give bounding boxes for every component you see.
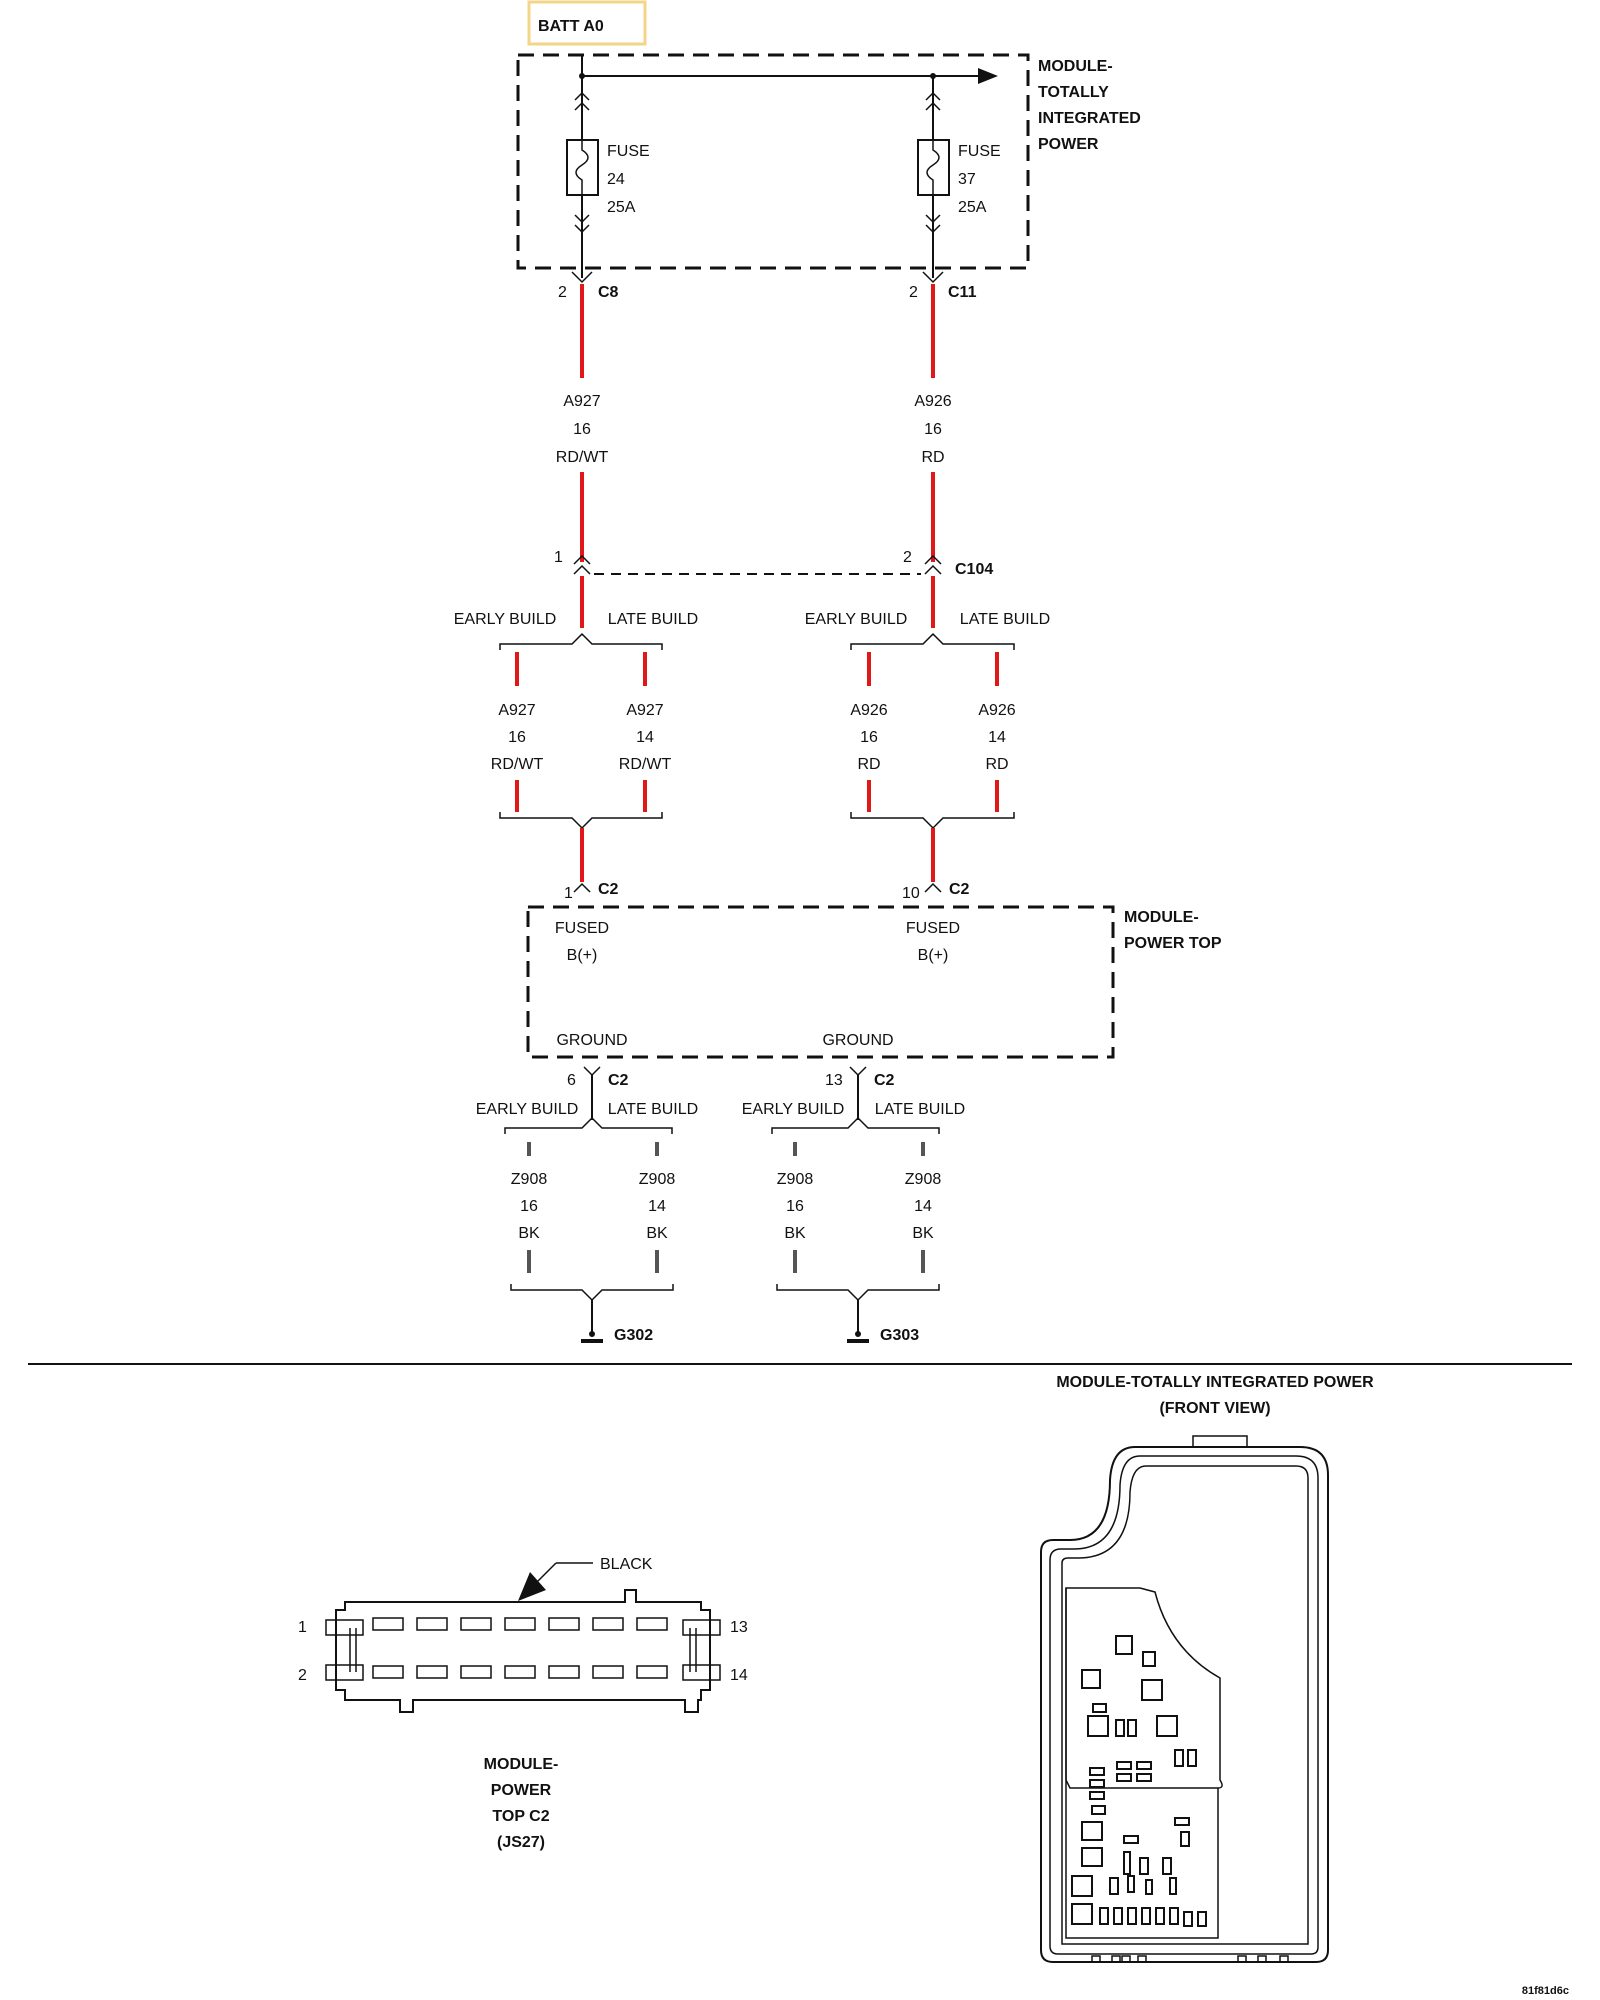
build-late-3: LATE BUILD: [608, 1101, 698, 1118]
c104-pin-2: 2: [903, 549, 912, 566]
bus-arrow-icon: [978, 68, 998, 84]
tipm-module-boundary: [516, 53, 1030, 270]
connector-title-line-1: MODULE-: [484, 1756, 559, 1773]
ground-label-left: GROUND: [556, 1032, 627, 1049]
fuse-37-label: FUSE: [958, 143, 1001, 160]
gnd-conn-left: C2: [608, 1072, 629, 1089]
tipm-name-line-3: INTEGRATED: [1038, 110, 1141, 127]
tipm-view-title-line-1: MODULE-TOTALLY INTEGRATED POWER: [1056, 1374, 1374, 1391]
wire-gnd-1-circuit: Z908: [511, 1171, 548, 1188]
connector-title-line-4: (JS27): [497, 1834, 545, 1851]
fuse-37-rating: 25A: [958, 199, 987, 216]
connector-pin-14: 14: [730, 1667, 748, 1684]
build-early-2: EARLY BUILD: [805, 611, 908, 628]
fused-label-right: FUSED: [906, 920, 960, 937]
build-early-4: EARLY BUILD: [742, 1101, 845, 1118]
build-early-3: EARLY BUILD: [476, 1101, 579, 1118]
c104-name: C104: [955, 561, 993, 578]
bplus-label-right: B(+): [918, 947, 949, 964]
wire-mid-2-color: RD/WT: [619, 756, 672, 773]
wire-gnd-4-gauge: 14: [914, 1198, 932, 1215]
gnd-conn-right: C2: [874, 1072, 895, 1089]
tipm-name-line-1: MODULE-: [1038, 58, 1113, 75]
wire-mid-3-circuit: A926: [850, 702, 887, 719]
tipm-name-line-2: TOTALLY: [1038, 84, 1109, 101]
wire-gnd-4-circuit: Z908: [905, 1171, 942, 1188]
wire-a926-color: RD: [921, 449, 944, 466]
connector-c2-face-view: [325, 1589, 721, 1713]
ground-g303-label: G303: [880, 1327, 919, 1344]
connector-pin-13: 13: [730, 1619, 748, 1636]
wire-a927-gauge: 16: [573, 421, 591, 438]
connector-pin-1: 1: [298, 1619, 307, 1636]
gnd-pin-13: 13: [825, 1072, 843, 1089]
wire-a926-circuit: A926: [914, 393, 951, 410]
tipm-front-view: [1040, 1435, 1329, 1963]
fuse-37-number: 37: [958, 171, 976, 188]
pt-conn-left: C2: [598, 881, 619, 898]
fused-label-left: FUSED: [555, 920, 609, 937]
build-late-2: LATE BUILD: [960, 611, 1050, 628]
pt-pin-10: 10: [902, 885, 920, 902]
wire-mid-1-gauge: 16: [508, 729, 526, 746]
batt-label: BATT A0: [538, 18, 604, 35]
wire-gnd-4-color: BK: [912, 1225, 934, 1242]
wire-gnd-3-gauge: 16: [786, 1198, 804, 1215]
ground-g302-label: G302: [614, 1327, 653, 1344]
wire-mid-4-circuit: A926: [978, 702, 1015, 719]
connector-pin-2: 2: [298, 1667, 307, 1684]
wire-gnd-3-color: BK: [784, 1225, 806, 1242]
pt-conn-right: C2: [949, 881, 970, 898]
connector-title-line-3: TOP C2: [492, 1808, 549, 1825]
wire-gnd-2-gauge: 14: [648, 1198, 666, 1215]
wire-gnd-2-color: BK: [646, 1225, 668, 1242]
gnd-pin-6: 6: [567, 1072, 576, 1089]
fuse-24-rating: 25A: [607, 199, 636, 216]
build-early-1: EARLY BUILD: [454, 611, 557, 628]
wire-gnd-1-color: BK: [518, 1225, 540, 1242]
wire-mid-2-circuit: A927: [626, 702, 663, 719]
pointer-arrow-icon: [518, 1572, 546, 1601]
c8-name: C8: [598, 284, 619, 301]
fuse-24-label: FUSE: [607, 143, 650, 160]
build-late-4: LATE BUILD: [875, 1101, 965, 1118]
wire-mid-3-gauge: 16: [860, 729, 878, 746]
wire-gnd-3-circuit: Z908: [777, 1171, 814, 1188]
wire-mid-2-gauge: 14: [636, 729, 654, 746]
document-id: 81f81d6c: [1522, 1985, 1569, 1997]
connector-title-line-2: POWER: [491, 1782, 552, 1799]
c11-pin: 2: [909, 284, 918, 301]
wire-mid-4-color: RD: [985, 756, 1008, 773]
wire-a927-circuit: A927: [563, 393, 600, 410]
batt-label-box: [527, 0, 647, 46]
c8-pin: 2: [558, 284, 567, 301]
fuse-24-number: 24: [607, 171, 625, 188]
c11-name: C11: [948, 284, 977, 301]
wire-gnd-2-circuit: Z908: [639, 1171, 676, 1188]
wire-a926-gauge: 16: [924, 421, 942, 438]
connector-color-label: BLACK: [600, 1556, 653, 1573]
tipm-name-line-4: POWER: [1038, 136, 1099, 153]
tipm-view-title-line-2: (FRONT VIEW): [1159, 1400, 1270, 1417]
ground-label-right: GROUND: [822, 1032, 893, 1049]
pt-pin-1: 1: [564, 885, 573, 902]
bplus-label-left: B(+): [567, 947, 598, 964]
wire-mid-1-circuit: A927: [498, 702, 535, 719]
build-late-1: LATE BUILD: [608, 611, 698, 628]
wire-gnd-1-gauge: 16: [520, 1198, 538, 1215]
wire-mid-1-color: RD/WT: [491, 756, 544, 773]
power-top-module-boundary: [526, 905, 1115, 1059]
wire-mid-3-color: RD: [857, 756, 880, 773]
c104-pin-1: 1: [554, 549, 563, 566]
power-top-name-line-1: MODULE-: [1124, 909, 1199, 926]
wire-mid-4-gauge: 14: [988, 729, 1006, 746]
wire-a927-color: RD/WT: [556, 449, 609, 466]
power-top-name-line-2: POWER TOP: [1124, 935, 1222, 952]
